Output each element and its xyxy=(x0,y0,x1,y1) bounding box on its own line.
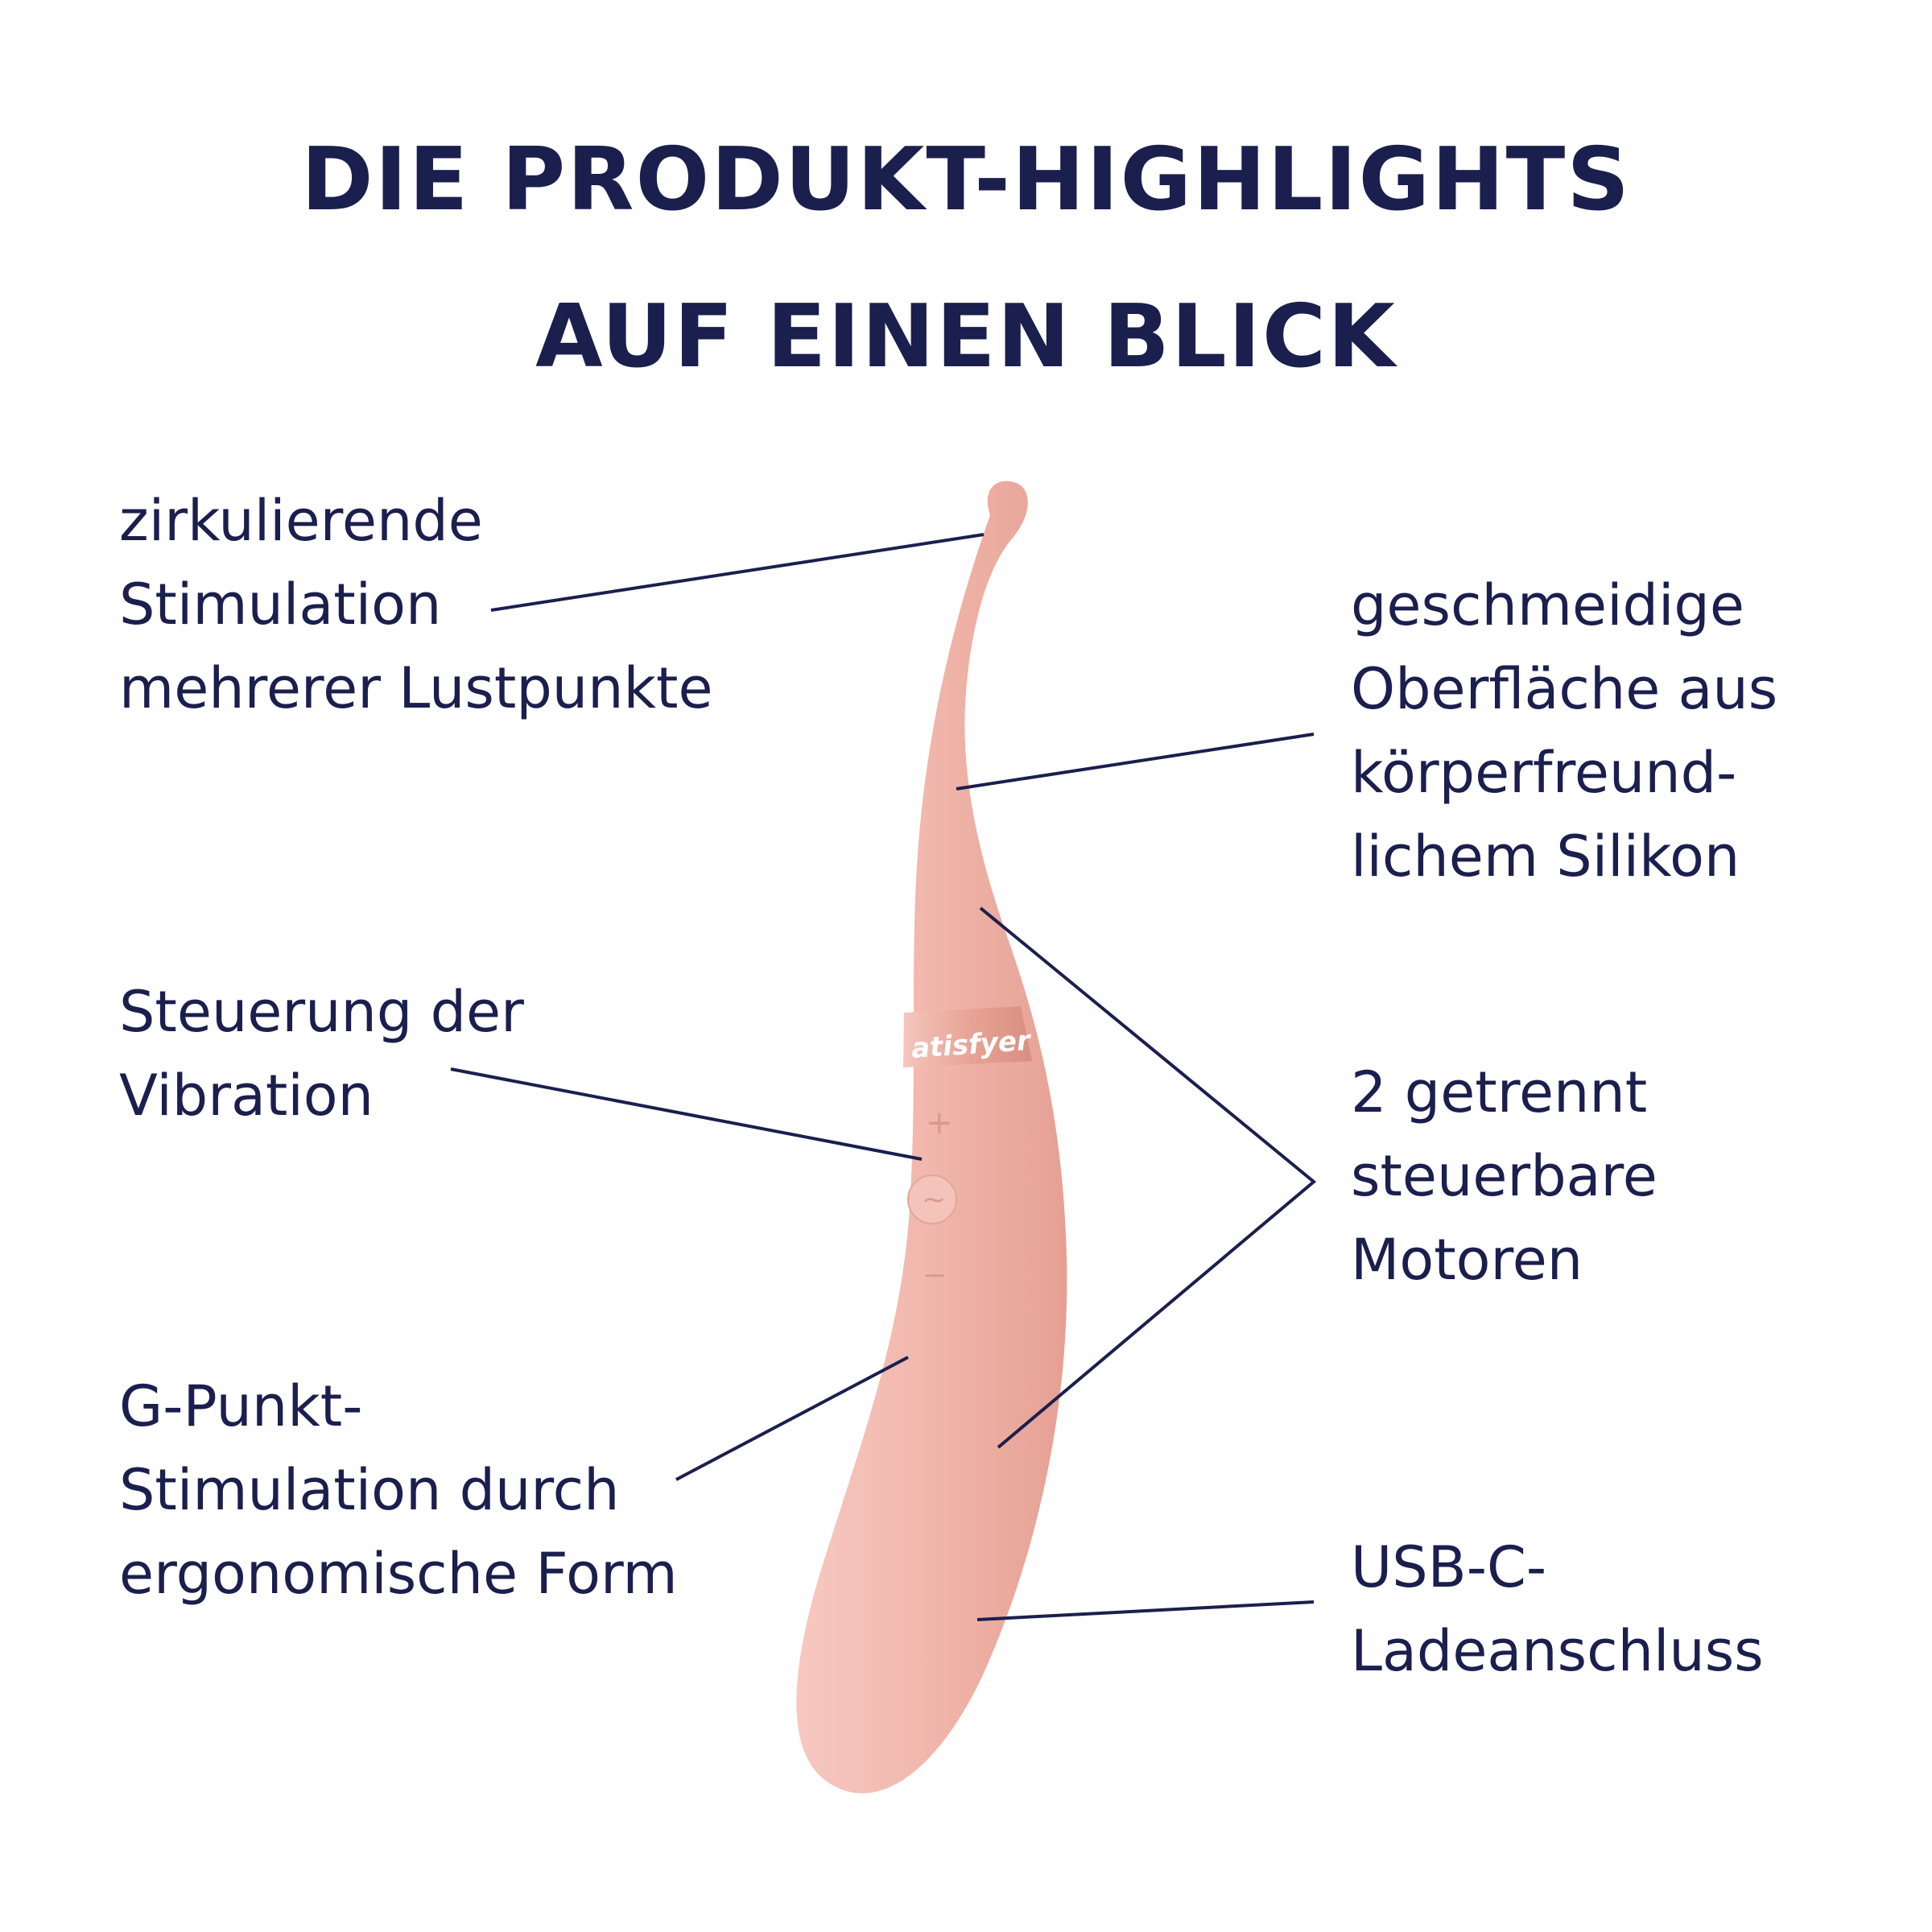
callout-vibration-control: Steuerung der Vibration xyxy=(119,970,524,1137)
callout-text: Stimulation xyxy=(119,572,442,638)
callout-text: lichem Silikon xyxy=(1351,824,1740,890)
callout-text: zirkulierende xyxy=(119,488,483,554)
leader-line-circular xyxy=(490,533,985,612)
product-body xyxy=(796,481,1067,1794)
callout-text: ergonomische Form xyxy=(119,1541,678,1607)
leader-line-usb xyxy=(976,1600,1315,1621)
callout-text: 2 getrennt xyxy=(1351,1059,1648,1125)
page-title-line-1: DIE PRODUKT-HIGHLIGHTS xyxy=(300,130,1632,230)
callout-text: körperfreund- xyxy=(1351,740,1737,806)
wave-icon: ~ xyxy=(922,1183,946,1216)
callout-usb-c-charging: USB-C- Ladeanschluss xyxy=(1351,1525,1764,1693)
minus-button[interactable]: − xyxy=(923,1259,947,1292)
callout-text: Vibration xyxy=(119,1063,374,1129)
leader-line-gspot xyxy=(675,1356,909,1481)
callout-text: Oberfläche aus xyxy=(1351,656,1778,722)
callout-text: Stimulation durch xyxy=(119,1457,620,1523)
callout-circular-stimulation: zirkulierende Stimulation mehrerer Lustp… xyxy=(119,479,713,730)
leader-line-motors xyxy=(979,906,1317,1449)
callout-text: Motoren xyxy=(1351,1227,1583,1293)
callout-text: mehrerer Lustpunkte xyxy=(119,655,713,721)
leader-line-control xyxy=(450,1067,923,1161)
brand-band xyxy=(903,1006,1032,1067)
callout-silicone-surface: geschmeidige Oberfläche aus körperfreund… xyxy=(1351,564,1777,898)
plus-button[interactable]: + xyxy=(926,1104,953,1141)
callout-text: Ladeanschluss xyxy=(1351,1618,1764,1684)
callout-text: steuerbare xyxy=(1351,1143,1657,1209)
callout-gspot-stimulation: G-Punkt- Stimulation durch ergonomische … xyxy=(119,1364,678,1616)
page-title-line-2: AUF EINEN BLICK xyxy=(535,287,1397,387)
callout-text: USB-C- xyxy=(1351,1534,1547,1600)
leader-line-silicone xyxy=(956,733,1315,791)
callout-text: Steuerung der xyxy=(119,979,524,1045)
callout-text: geschmeidige xyxy=(1351,572,1744,638)
callout-text: G-Punkt- xyxy=(119,1373,363,1439)
mode-button[interactable] xyxy=(907,1174,957,1224)
callout-two-motors: 2 getrennt steuerbare Motoren xyxy=(1351,1051,1657,1302)
